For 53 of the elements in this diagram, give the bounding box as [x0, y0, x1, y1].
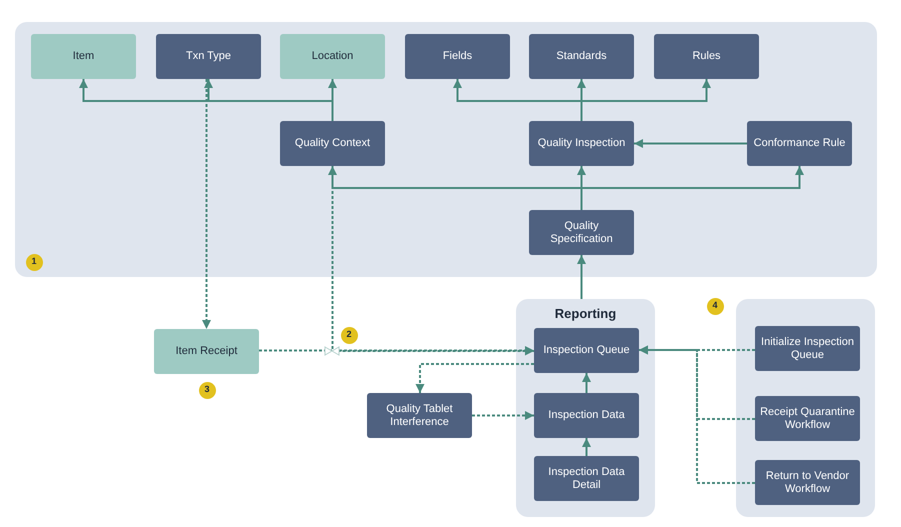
box-label: Quality Tablet Interference: [385, 402, 454, 428]
process-box: [405, 34, 510, 79]
group-panel: [15, 22, 877, 277]
process-box: [529, 34, 634, 79]
group-heading: Reporting: [554, 305, 618, 323]
box-label: Location: [312, 50, 354, 63]
arrow: [582, 438, 591, 456]
process-box: [156, 34, 261, 79]
arrow: [580, 79, 711, 121]
box-label: Quality Context: [294, 137, 370, 150]
process-box: [534, 328, 639, 373]
box-label: Conformance Rule: [754, 137, 846, 150]
box-label: Txn Type: [186, 50, 232, 63]
group-panel: [516, 299, 655, 517]
process-box: [367, 393, 472, 438]
box-label: Quality Specification: [549, 220, 614, 246]
box-label: Return to Vendor Workflow: [764, 470, 850, 496]
box-label: Quality Inspection: [538, 137, 626, 150]
process-box: [280, 34, 385, 79]
arrow: [472, 411, 534, 420]
box-label: Inspection Data Detail: [547, 466, 626, 492]
process-box: [154, 329, 259, 374]
arrow: [634, 139, 747, 148]
callout-number: 2: [340, 326, 358, 344]
process-box: [755, 396, 860, 441]
box-label: Fields: [442, 50, 472, 63]
group-panel: [736, 299, 875, 517]
box-label: Item: [72, 50, 94, 63]
process-box: [31, 34, 136, 79]
process-box: [755, 460, 860, 505]
box-label: Receipt Quarantine Workflow: [759, 406, 856, 432]
box-label: Standards: [556, 50, 607, 63]
process-box: [529, 210, 634, 255]
arrow: [580, 166, 804, 210]
box-label: Inspection Queue: [543, 344, 630, 357]
arrow: [639, 346, 755, 484]
callout-number: 4: [706, 298, 724, 314]
process-box: [280, 121, 385, 166]
arrow: [582, 373, 591, 393]
process-box: [654, 34, 759, 79]
box-label: Inspection Data: [548, 409, 625, 422]
process-box: [534, 456, 639, 501]
box-label: Initialize Inspection Queue: [760, 336, 855, 362]
arrow: [416, 363, 534, 393]
arrow: [202, 79, 211, 329]
process-box: [747, 121, 852, 166]
box-label: Rules: [692, 50, 721, 63]
process-box: [534, 393, 639, 438]
arrow: [577, 255, 586, 299]
process-box: [755, 326, 860, 371]
box-label: Item Receipt: [176, 345, 238, 358]
callout-number: 3: [198, 382, 216, 398]
process-box: [529, 121, 634, 166]
